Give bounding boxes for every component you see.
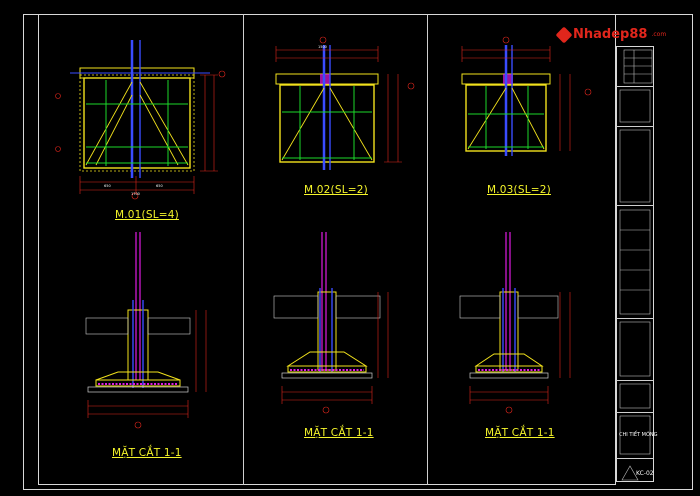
section-1 xyxy=(85,232,207,429)
plan-title-1: M.01(SL=4) xyxy=(115,209,179,221)
svg-text:650: 650 xyxy=(104,184,111,188)
watermark-logo: Nhadep88 .com xyxy=(555,26,667,43)
watermark-brand: Nhadep88 xyxy=(573,27,648,42)
title-block-row xyxy=(616,86,654,87)
sheet-number: KC-02 xyxy=(636,470,654,477)
title-block-border xyxy=(616,46,654,482)
section-title-1: MẶT CẮT 1-1 xyxy=(112,447,182,459)
title-block-row xyxy=(616,380,654,381)
plan-m03 xyxy=(461,36,592,156)
svg-text:650: 650 xyxy=(156,184,163,188)
drawing-name: CHI TIẾT MÓNG xyxy=(619,432,658,438)
title-block-row xyxy=(616,318,654,319)
watermark-suffix: .com xyxy=(651,31,667,38)
title-block-row xyxy=(616,205,654,206)
plan-m02: 1500 xyxy=(275,36,415,170)
title-block-grid xyxy=(619,49,653,481)
svg-text:1500: 1500 xyxy=(318,45,327,49)
svg-text:1700: 1700 xyxy=(131,192,140,196)
panel-divider-1 xyxy=(243,14,244,485)
title-block-row xyxy=(616,126,654,127)
section-title-2: MẶT CẮT 1-1 xyxy=(304,427,374,439)
section-3 xyxy=(459,232,571,414)
plan-title-3: M.03(SL=2) xyxy=(487,184,551,196)
plan-m01: 650 650 1700 xyxy=(55,40,226,200)
panel-divider-2 xyxy=(427,14,428,485)
section-2 xyxy=(273,232,389,414)
title-block-row xyxy=(616,412,654,413)
section-title-3: MẶT CẮT 1-1 xyxy=(485,427,555,439)
plan-title-2: M.02(SL=2) xyxy=(304,184,368,196)
title-block-row xyxy=(616,458,654,459)
inner-border xyxy=(38,14,616,485)
